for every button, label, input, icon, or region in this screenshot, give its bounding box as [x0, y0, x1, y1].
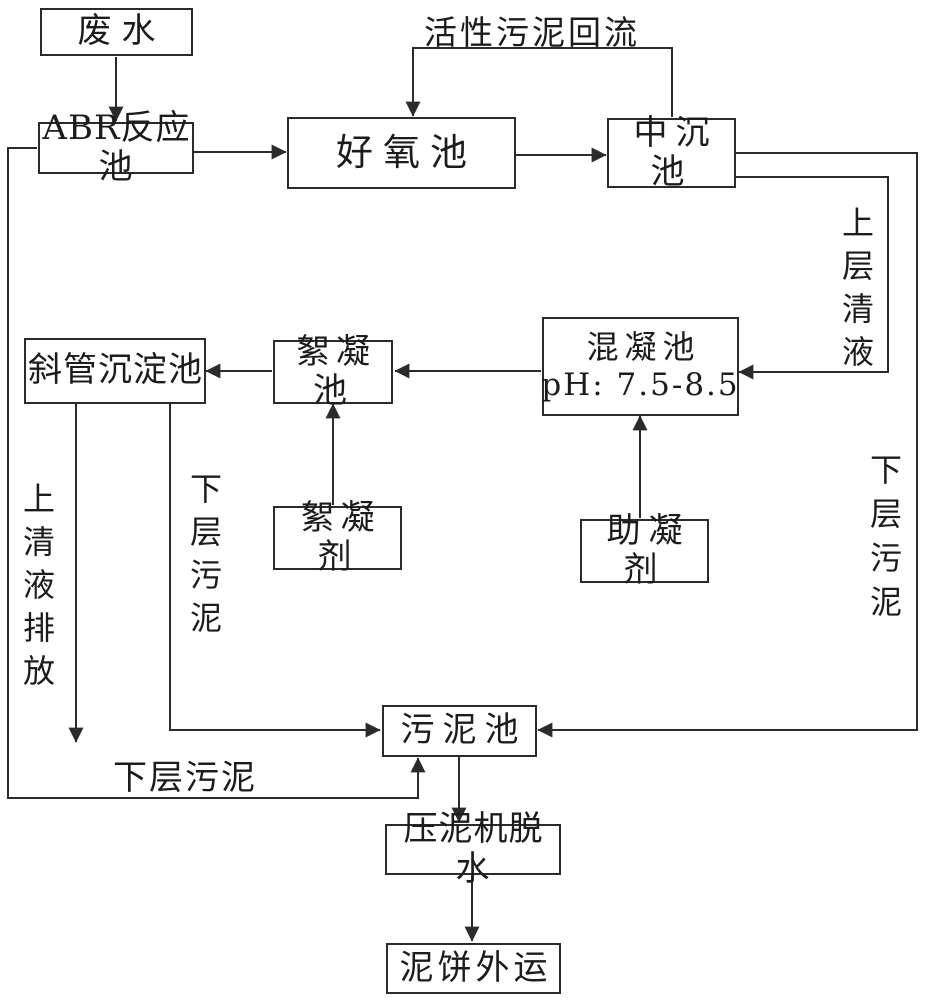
node-sludge-press-dewatering: 压泥机脱水 — [385, 810, 561, 888]
node-press-label: 压泥机脱水 — [403, 809, 544, 889]
node-abr-reactor-label: ABR反应池 — [42, 107, 191, 187]
node-mid-sedimentation-tank: 中沉池 — [607, 113, 736, 192]
label-lower-sludge-bottom: 下层污泥 — [113, 758, 257, 798]
node-mid-sedimentation-label: 中沉池 — [633, 112, 718, 192]
node-coagulant-aid: 助凝剂 — [580, 511, 709, 590]
node-cake-label: 泥饼外运 — [399, 947, 552, 988]
node-flocculant-label: 絮凝剂 — [300, 497, 381, 577]
node-sludge-cake-transport: 泥饼外运 — [386, 943, 561, 994]
node-flocculant: 絮凝剂 — [273, 498, 402, 577]
node-inclined-sed-label: 斜管沉淀池 — [28, 350, 203, 391]
node-sludge-tank: 污泥池 — [382, 705, 537, 757]
node-abr-reactor: ABR反应池 — [38, 108, 194, 187]
edge-midsed-to-coagulation-inner — [736, 176, 889, 380]
node-wastewater: 废水 — [40, 8, 193, 56]
node-flocculation-label: 絮凝池 — [296, 331, 376, 411]
node-aerobic-tank: 好氧池 — [287, 117, 516, 189]
node-aerobic-tank-label: 好氧池 — [336, 130, 477, 174]
node-wastewater-label: 废水 — [77, 11, 166, 52]
edge-inclined-to-sludgetank — [169, 404, 381, 738]
node-coagulation-label: 混凝池 — [586, 328, 701, 367]
label-upper-clear-liquid-right: 上层清液 — [841, 204, 874, 371]
node-flocculation-tank: 絮凝池 — [273, 332, 393, 411]
label-activated-sludge-return: 活性污泥回流 — [424, 13, 640, 52]
edge-abr-to-sludgetank-bottom — [7, 147, 426, 799]
label-supernatant-discharge-left: 上清液排放 — [22, 480, 55, 690]
node-coagulant-aid-label: 助凝剂 — [606, 510, 691, 590]
edge-midsed-to-sludgetank-outer — [537, 152, 918, 738]
node-inclined-tube-sedimentation-tank: 斜管沉淀池 — [24, 338, 206, 404]
label-lower-sludge-right: 下层污泥 — [869, 451, 902, 621]
edge-midsed-return-to-aerobic — [405, 47, 673, 117]
node-coagulation-tank: 混凝池 pH: 7.5-8.5 — [541, 317, 740, 416]
node-coagulation-ph-value: pH: 7.5-8.5 — [541, 367, 740, 404]
node-sludge-tank-label: 污泥池 — [400, 710, 527, 751]
label-lower-sludge-middle: 下层污泥 — [189, 470, 222, 637]
